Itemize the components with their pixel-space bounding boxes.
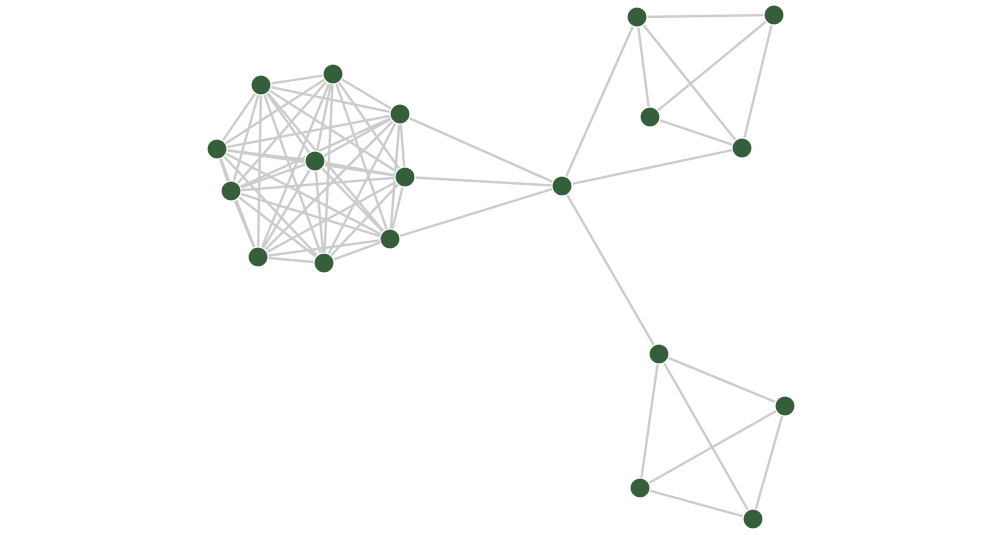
edge-clique-a1-clique-a6 xyxy=(229,83,263,193)
node-hub[interactable] xyxy=(551,175,573,197)
edge-hub-clique-b4 xyxy=(560,146,744,188)
node-clique-a9[interactable] xyxy=(313,252,335,274)
edge-clique-a2-clique-a3 xyxy=(331,72,402,116)
node-clique-a5[interactable] xyxy=(304,150,326,172)
edge-clique-a6-clique-a10 xyxy=(229,189,260,259)
edge-clique-a1-clique-a5 xyxy=(259,83,317,163)
edge-clique-b1-clique-b2 xyxy=(635,13,776,19)
node-clique-a6[interactable] xyxy=(220,180,242,202)
node-clique-b2[interactable] xyxy=(763,4,785,26)
edge-clique-a2-clique-a7 xyxy=(331,72,407,179)
edge-clique-a1-clique-a2 xyxy=(259,72,335,87)
edge-hub-clique-b1 xyxy=(560,15,639,188)
edge-hub-clique-a7 xyxy=(403,175,564,188)
edge-hub-clique-c1 xyxy=(560,184,661,356)
edge-clique-a1-clique-a3 xyxy=(259,83,402,116)
nodes-layer xyxy=(206,4,796,530)
edge-clique-a5-clique-a7 xyxy=(313,159,407,179)
edge-clique-a5-clique-a6 xyxy=(229,159,317,193)
edge-clique-a2-clique-a10 xyxy=(256,72,335,259)
node-clique-a2[interactable] xyxy=(322,63,344,85)
edge-clique-c1-clique-c4 xyxy=(657,352,755,521)
edge-clique-a2-clique-a6 xyxy=(229,72,335,193)
node-clique-a8[interactable] xyxy=(379,228,401,250)
edge-clique-a3-clique-a9 xyxy=(322,112,402,265)
edge-clique-a5-clique-a9 xyxy=(313,159,326,265)
edge-clique-a3-clique-a5 xyxy=(313,112,402,163)
edge-clique-c1-clique-c3 xyxy=(638,352,661,490)
edge-clique-a8-clique-a9 xyxy=(322,237,392,265)
node-clique-c2[interactable] xyxy=(774,395,796,417)
node-clique-b4[interactable] xyxy=(731,137,753,159)
node-clique-c3[interactable] xyxy=(629,477,651,499)
edge-clique-a4-clique-a9 xyxy=(215,147,326,265)
node-clique-a7[interactable] xyxy=(394,166,416,188)
edge-clique-a7-clique-a10 xyxy=(256,175,407,259)
node-clique-b1[interactable] xyxy=(626,6,648,28)
edge-clique-b1-clique-b3 xyxy=(635,15,652,119)
node-clique-a1[interactable] xyxy=(250,74,272,96)
edge-clique-a1-clique-a10 xyxy=(256,83,263,259)
edge-clique-a1-clique-a7 xyxy=(259,83,407,179)
edge-clique-a2-clique-a8 xyxy=(331,72,392,241)
edge-clique-b2-clique-b3 xyxy=(648,13,776,119)
edge-clique-b3-clique-b4 xyxy=(648,115,744,150)
edge-clique-c3-clique-c4 xyxy=(638,486,755,521)
edge-clique-a7-clique-a9 xyxy=(322,175,407,265)
edge-clique-a5-clique-a8 xyxy=(313,159,392,241)
edge-clique-b1-clique-b4 xyxy=(635,15,744,150)
edge-clique-a3-clique-a10 xyxy=(256,112,402,259)
node-clique-a4[interactable] xyxy=(206,138,228,160)
edge-clique-b2-clique-b4 xyxy=(740,13,776,150)
edge-clique-c2-clique-c3 xyxy=(638,404,787,490)
node-clique-b3[interactable] xyxy=(639,106,661,128)
edge-clique-a2-clique-a9 xyxy=(322,72,335,265)
edge-clique-a1-clique-a4 xyxy=(215,83,263,151)
edge-clique-a5-clique-a10 xyxy=(256,159,317,259)
edge-clique-a2-clique-a4 xyxy=(215,72,335,151)
node-clique-a3[interactable] xyxy=(389,103,411,125)
edge-clique-a7-clique-a8 xyxy=(388,175,407,241)
edge-clique-a8-clique-a10 xyxy=(256,237,392,259)
node-clique-c1[interactable] xyxy=(648,343,670,365)
edge-hub-clique-a8 xyxy=(388,184,564,241)
edges-layer xyxy=(215,13,787,521)
edge-clique-c1-clique-c2 xyxy=(657,352,787,408)
edge-clique-a9-clique-a10 xyxy=(256,255,326,265)
edge-hub-clique-a3 xyxy=(398,112,564,188)
edge-clique-a2-clique-a5 xyxy=(313,72,335,163)
edge-clique-a6-clique-a8 xyxy=(229,189,392,241)
edge-clique-c2-clique-c4 xyxy=(751,404,787,521)
node-clique-a10[interactable] xyxy=(247,246,269,268)
node-clique-c4[interactable] xyxy=(742,508,764,530)
